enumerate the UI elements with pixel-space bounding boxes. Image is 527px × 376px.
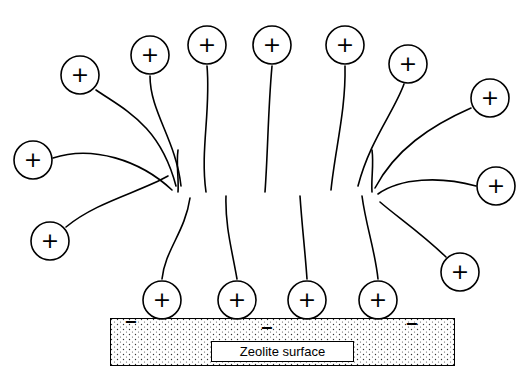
- tail: [265, 66, 272, 192]
- surfactant-head: +: [13, 140, 53, 180]
- tail: [378, 180, 476, 194]
- tail: [362, 196, 378, 279]
- charge-sign: +: [369, 289, 387, 311]
- charge-sign: +: [399, 53, 417, 75]
- surfactant-head: +: [187, 25, 227, 65]
- charge-sign: +: [298, 289, 316, 311]
- tail: [53, 153, 172, 190]
- charge-sign: +: [481, 87, 499, 109]
- tail: [375, 108, 471, 188]
- surface-label: Zeolite surface: [211, 341, 354, 362]
- charge-sign: +: [336, 34, 354, 56]
- tail: [226, 196, 237, 279]
- charge-sign: +: [263, 34, 281, 56]
- tail: [358, 84, 404, 186]
- zeolite-surface: Zeolite surface: [110, 318, 455, 366]
- surfactant-head: +: [325, 25, 365, 65]
- surfactant-head: +: [440, 252, 480, 292]
- charge-sign: +: [24, 149, 42, 171]
- surfactant-head: +: [358, 280, 398, 320]
- surfactant-head: +: [142, 280, 182, 320]
- tail: [176, 150, 179, 192]
- surfactant-head: +: [60, 55, 100, 95]
- charge-sign: +: [198, 34, 216, 56]
- surface-charge: −: [405, 316, 418, 332]
- tail: [331, 66, 345, 190]
- surfactant-head: +: [287, 280, 327, 320]
- surfactant-head: +: [252, 25, 292, 65]
- charge-sign: +: [141, 44, 159, 66]
- charge-sign: +: [451, 261, 469, 283]
- surfactant-head: +: [130, 35, 170, 75]
- charge-sign: +: [153, 289, 171, 311]
- charge-sign: +: [487, 175, 505, 197]
- surfactant-head: +: [470, 78, 510, 118]
- tail: [371, 150, 374, 192]
- surfactant-head: +: [30, 221, 70, 261]
- surfactant-head: +: [476, 166, 516, 206]
- tail: [300, 196, 307, 279]
- charge-sign: +: [71, 64, 89, 86]
- tail: [150, 76, 181, 186]
- tail: [96, 90, 176, 186]
- surface-charge: −: [124, 314, 137, 330]
- surfactant-head: +: [217, 280, 257, 320]
- tail: [380, 202, 446, 257]
- charge-sign: +: [228, 289, 246, 311]
- surface-charge: −: [260, 320, 273, 336]
- tail: [162, 198, 190, 279]
- surfactant-head: +: [388, 44, 428, 84]
- tail: [204, 66, 208, 192]
- charge-sign: +: [41, 230, 59, 252]
- tail: [66, 176, 168, 227]
